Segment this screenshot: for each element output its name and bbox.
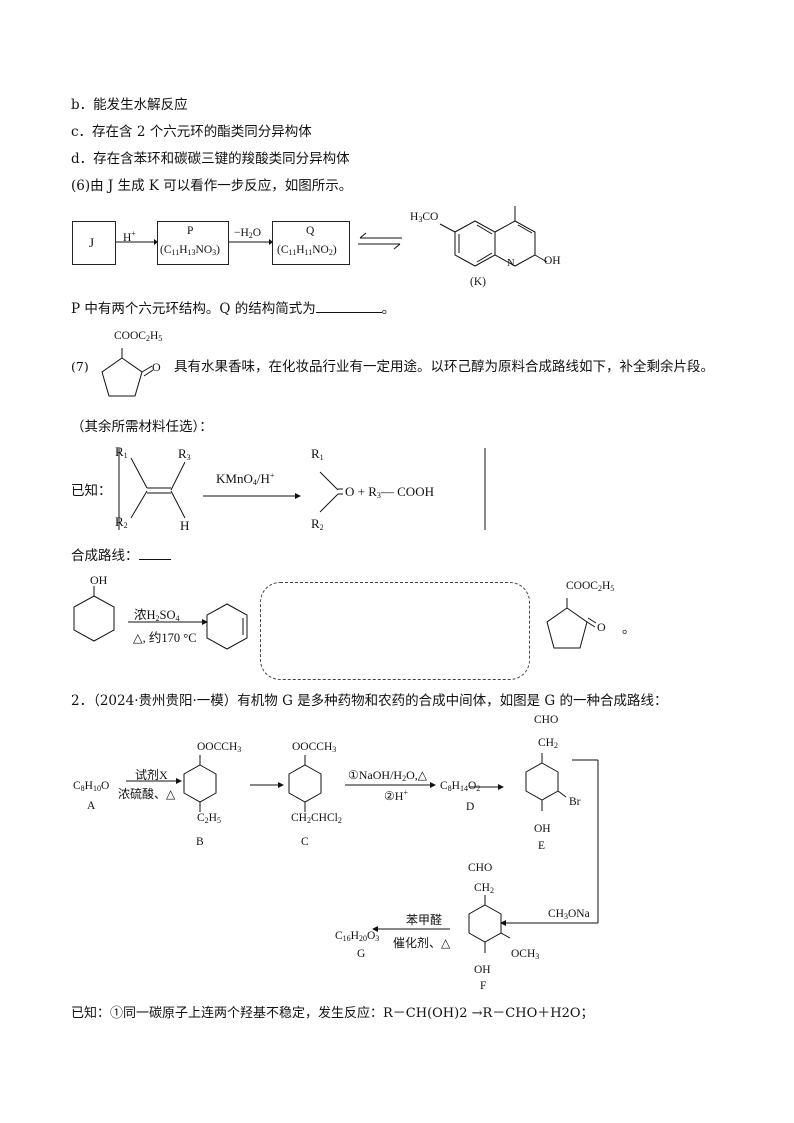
- route-target-structure: [546, 598, 597, 649]
- K-OH: OH: [544, 255, 561, 267]
- q2-scheme: [126, 753, 599, 953]
- known-R1: R1: [115, 444, 128, 460]
- formula-Q: (C11H11NO2): [277, 244, 337, 257]
- reagent-catalyst: 催化剂、△: [393, 936, 451, 950]
- reagent-benzaldehyde: 苯甲醛: [406, 913, 443, 927]
- option-d: d．存在含苯环和碳碳三键的羧酸类同分异构体: [71, 151, 350, 167]
- F-CH2: CH2: [474, 882, 494, 895]
- A-label: A: [87, 800, 96, 812]
- target-ester-group: COOC2H5: [114, 330, 163, 343]
- known-prod-R2: R2: [311, 516, 324, 532]
- route-OH: OH: [90, 573, 108, 587]
- label-P: P: [187, 225, 194, 237]
- box-J: J: [72, 221, 116, 265]
- option-c: c．存在含 2 个六元环的酯类同分异构体: [71, 124, 312, 140]
- G-formula: C16H20O3: [335, 930, 380, 943]
- F-OH: OH: [474, 964, 491, 976]
- part7-number: (7): [71, 359, 89, 374]
- formula-P: (C11H13NO3): [160, 244, 220, 257]
- structure-K: [439, 206, 548, 267]
- known-reagent: KMnO4/H+: [216, 471, 275, 487]
- E-Br: Br: [569, 796, 581, 808]
- q2-stem: 2．（2024·贵州贵阳·一模）有机物 G 是多种药物和农药的合成中间体，如图是…: [71, 693, 668, 709]
- label-J: J: [89, 235, 95, 250]
- route-target-ester: COOC2H5: [566, 580, 615, 593]
- E-label: E: [538, 840, 546, 852]
- B-label: B: [196, 836, 204, 848]
- F-OCH3: OCH3: [511, 948, 540, 961]
- F-label: F: [480, 980, 487, 992]
- K-methoxy: H3CO: [410, 211, 439, 224]
- G-label: G: [357, 948, 366, 960]
- part7-text2: （其余所需材料任选）：: [71, 419, 213, 435]
- known-reaction-scheme: [118, 448, 486, 530]
- known-H: H: [180, 518, 190, 533]
- E-CH2: CH2: [538, 737, 558, 750]
- known-prod-R1: R1: [311, 446, 324, 462]
- box-Q: Q (C11H11NO2): [272, 221, 350, 265]
- K-N: N: [507, 258, 515, 269]
- route-reagent-top: 浓H2SO4: [134, 608, 180, 623]
- arrow-p-q: [229, 239, 273, 245]
- F-CHO: CHO: [468, 862, 493, 874]
- q2-known: 已知：①同一碳原子上连两个羟基不稳定，发生反应：R－CH(OH)2 →R－CHO…: [71, 1006, 594, 1021]
- route-structures: [73, 586, 248, 650]
- step-bottom-reagent: ②H+: [384, 788, 408, 803]
- B-top-group: OOCCH3: [197, 741, 242, 754]
- box-P: P (C11H13NO3): [157, 221, 229, 265]
- K-label: (K): [470, 276, 486, 288]
- B-bottom-group: C2H5: [197, 812, 221, 825]
- target-carbonyl-O: O: [152, 360, 161, 374]
- reagent-X-conditions: 浓硫酸、△: [118, 787, 176, 801]
- known-label: 已知：: [71, 483, 112, 499]
- part6-intro: (6)由 J 生成 K 可以看作一步反应，如图所示。: [71, 178, 353, 194]
- reagent-X: 试剂X: [135, 768, 168, 782]
- option-b: b．能发生水解反应: [71, 97, 188, 113]
- route-reagent-bottom: △, 约170 °C: [133, 631, 197, 645]
- D-formula: C8H14O2: [440, 780, 481, 793]
- route-label: 合成路线：: [71, 547, 171, 565]
- C-top-group: OOCCH3: [292, 741, 337, 754]
- answer-box-dashed[interactable]: [260, 582, 530, 680]
- known-prod-rest: O + R3— COOH: [345, 484, 434, 500]
- reagent-h-plus: H+: [123, 229, 136, 244]
- P-description: P 中有两个六元环结构。Q 的结构简式为。: [71, 301, 396, 317]
- route-end-period: 。: [622, 621, 636, 637]
- equilibrium-arrows: [358, 232, 402, 250]
- arrow-j-p: [116, 239, 158, 245]
- C-bottom-group: CH2CHCl2: [291, 812, 342, 825]
- C-label: C: [301, 836, 309, 848]
- step-top-reagent: ①NaOH/H2O,△: [348, 768, 427, 783]
- E-OH: OH: [534, 823, 551, 835]
- structure-target-ester: [101, 348, 154, 397]
- reagent-minus-water: −H2O: [234, 227, 262, 240]
- route-target-O: O: [597, 620, 606, 634]
- known-R3: R3: [178, 446, 191, 462]
- label-Q: Q: [306, 225, 315, 237]
- reagent-CH3ONa: CH3ONa: [548, 908, 590, 921]
- E-CHO: CHO: [534, 714, 559, 726]
- known-R2: R2: [115, 514, 128, 530]
- D-label: D: [466, 801, 475, 813]
- part7-text: 具有水果香味，在化妆品行业有一定用途。以环己醇为原料合成路线如下，补全剩余片段。: [174, 359, 714, 375]
- A-formula: C8H10O: [73, 780, 110, 793]
